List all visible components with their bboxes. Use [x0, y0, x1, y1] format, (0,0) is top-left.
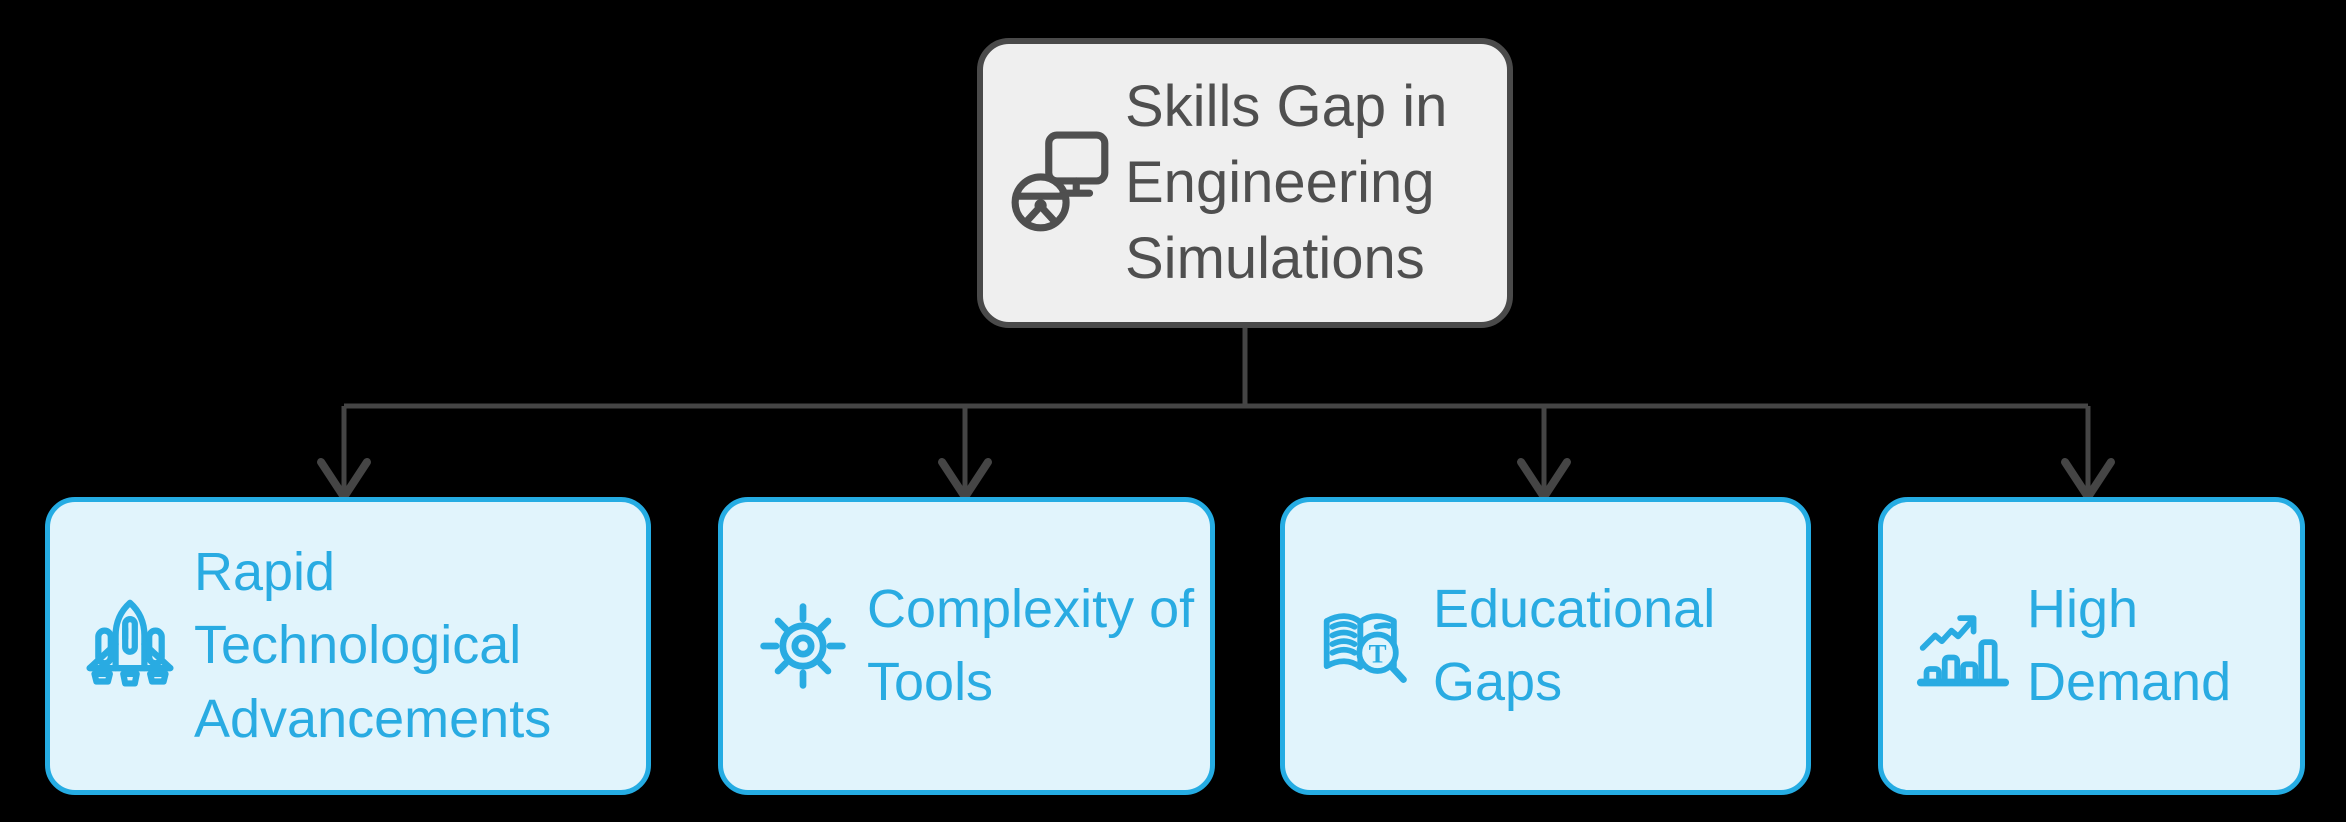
child-node-label: High Demand — [2027, 578, 2232, 712]
child-node-label: Complexity of Tools — [867, 578, 1195, 712]
driving-simulator-icon — [1011, 129, 1113, 237]
child-node-high-demand: High Demand — [1878, 497, 2305, 795]
svg-text:T: T — [1369, 638, 1387, 668]
child-node-educational-gaps: T Educational Gaps — [1280, 497, 1811, 795]
child-node-complexity-of-tools: Complexity of Tools — [718, 497, 1215, 795]
gear-icon — [755, 598, 851, 694]
growth-chart-icon — [1915, 598, 2011, 694]
child-node-label: Rapid Technological Advancements — [194, 541, 552, 749]
child-node-label: Educational Gaps — [1433, 578, 1716, 712]
book-search-icon: T — [1317, 598, 1417, 694]
space-shuttle-icon — [82, 598, 178, 694]
root-node-label: Skills Gap in Engineering Simulations — [1125, 74, 1448, 291]
child-node-rapid-technological-advancements: Rapid Technological Advancements — [45, 497, 651, 795]
root-node: Skills Gap in Engineering Simulations — [977, 38, 1513, 328]
